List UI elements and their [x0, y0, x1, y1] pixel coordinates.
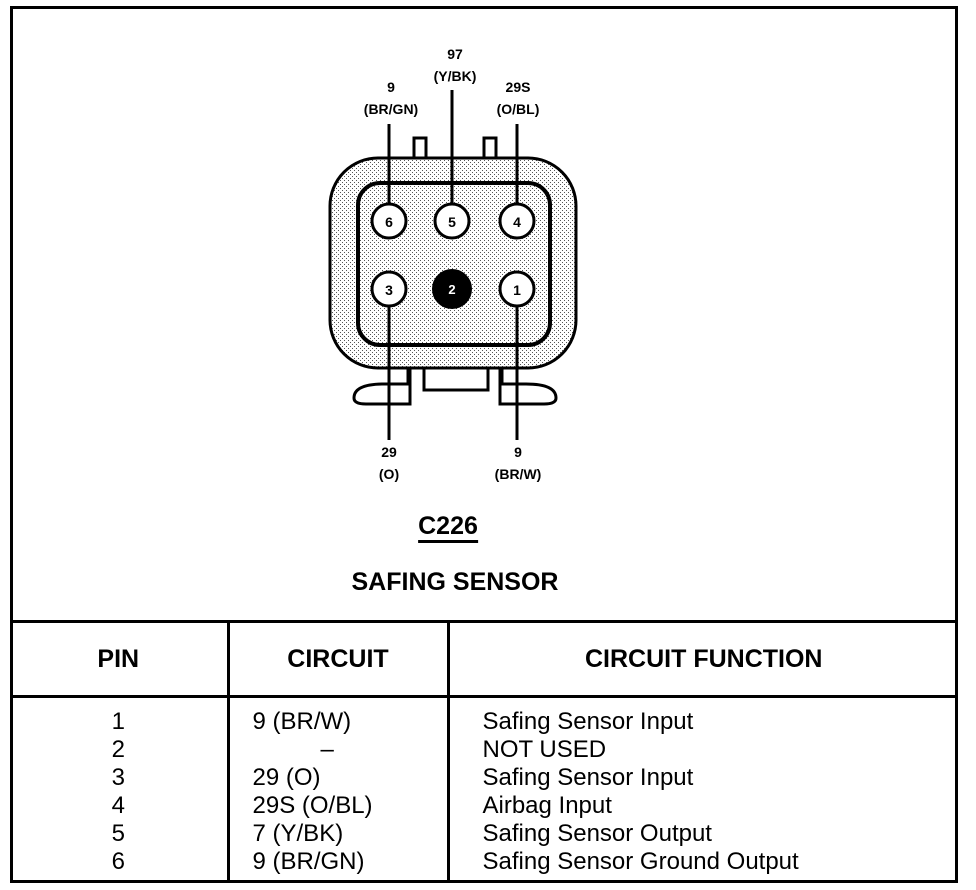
- wire-label-pin3-color: (O): [378, 466, 400, 482]
- table-cell-pin: 6: [111, 848, 125, 875]
- header-pin: PIN: [10, 620, 230, 698]
- wire-label-pin4-circuit: 29S: [505, 79, 531, 95]
- pin-3: 3: [370, 270, 408, 308]
- wire-label-pin1-color: (BR/W): [494, 466, 542, 482]
- pin-1-label: 1: [513, 282, 521, 298]
- pin-3-label: 3: [385, 282, 393, 298]
- table-header-row: PIN CIRCUIT CIRCUIT FUNCTION: [10, 620, 958, 698]
- table-cell-pin: 1: [111, 708, 125, 735]
- bottom-key: [422, 364, 490, 392]
- table-cell-circuit: 9 (BR/GN): [252, 848, 365, 875]
- top-latch-right: [482, 136, 498, 160]
- pin-1: 1: [498, 270, 536, 308]
- pin-table: PIN CIRCUIT CIRCUIT FUNCTION 1 2 3 4 5 6…: [10, 620, 958, 883]
- wire-label-pin6-color: (BR/GN): [363, 101, 419, 117]
- circuit-column: 9 (BR/W) – 29 (O) 29S (O/BL) 7 (Y/BK) 9 …: [228, 696, 450, 883]
- pin-2-label: 2: [448, 282, 455, 297]
- diagram-title: SAFING SENSOR: [351, 568, 559, 596]
- wire-label-pin5: 97 (Y/BK): [434, 43, 477, 87]
- table-cell-circuit: –: [320, 736, 334, 763]
- wire-label-pin3: 29 (O): [379, 441, 399, 485]
- connector-diagram: 6 5 4 3 2 1 9 (BR/GN) 97 (Y/BK) 29S: [328, 43, 578, 596]
- wire-label-pin3-circuit: 29: [381, 444, 397, 460]
- pin-5: 5: [433, 202, 471, 240]
- table-body-row: 1 2 3 4 5 6 9 (BR/W) – 29 (O) 29S (O/BL)…: [10, 696, 958, 884]
- table-cell-circuit: 9 (BR/W): [252, 708, 352, 735]
- pin-column: 1 2 3 4 5 6: [10, 696, 230, 883]
- header-circuit: CIRCUIT: [228, 620, 450, 698]
- pin-4-label: 4: [513, 214, 521, 230]
- table-cell-pin: 3: [111, 764, 125, 791]
- table-cell-function: Safing Sensor Ground Output: [482, 848, 799, 875]
- table-cell-pin: 5: [111, 820, 125, 847]
- wire-label-pin4-color: (O/BL): [496, 101, 540, 117]
- wire-label-pin6: 9 (BR/GN): [364, 76, 418, 120]
- bottom-tab-right: [498, 364, 558, 406]
- top-latch-left: [412, 136, 428, 160]
- pin-5-label: 5: [448, 214, 456, 230]
- header-function: CIRCUIT FUNCTION: [448, 620, 958, 698]
- table-cell-circuit: 29S (O/BL): [252, 792, 373, 819]
- table-cell-function: NOT USED: [482, 736, 607, 763]
- table-cell-circuit: 29 (O): [252, 764, 321, 791]
- function-column: Safing Sensor Input NOT USED Safing Sens…: [448, 697, 958, 884]
- pin-2: 2: [432, 269, 472, 309]
- table-cell-pin: 4: [111, 792, 125, 819]
- table-cell-function: Safing Sensor Input: [482, 708, 694, 735]
- wire-label-pin5-circuit: 97: [447, 46, 463, 62]
- pin-4: 4: [498, 202, 536, 240]
- pin-6-label: 6: [385, 214, 393, 230]
- table-cell-function: Airbag Input: [482, 792, 612, 819]
- table-cell-pin: 2: [111, 736, 125, 763]
- table-cell-function: Safing Sensor Output: [482, 820, 712, 847]
- wire-label-pin6-circuit: 9: [387, 79, 395, 95]
- pin-6: 6: [370, 202, 408, 240]
- wire-label-pin1-circuit: 9: [514, 444, 522, 460]
- connector-id: C226: [418, 512, 478, 543]
- connector-drawing: 6 5 4 3 2 1: [328, 90, 578, 440]
- table-cell-function: Safing Sensor Input: [482, 764, 694, 791]
- diagram-frame: [10, 6, 958, 883]
- wire-label-pin4: 29S (O/BL): [497, 76, 540, 120]
- wire-label-pin5-color: (Y/BK): [433, 68, 477, 84]
- bottom-tab-left: [352, 364, 412, 406]
- wire-label-pin1: 9 (BR/W): [495, 441, 542, 485]
- table-cell-circuit: 7 (Y/BK): [252, 820, 344, 847]
